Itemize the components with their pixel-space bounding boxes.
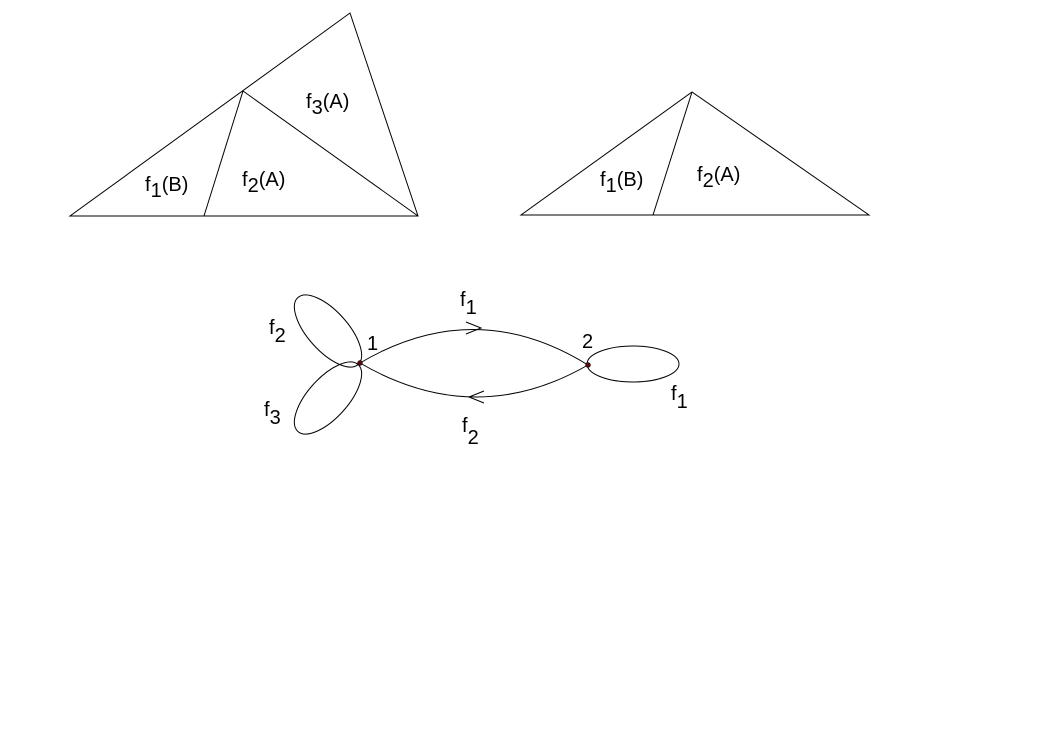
left-triangle-outline: [68, 12, 419, 217]
left-divider-2: [242, 90, 419, 217]
left-region-label-1: f1(B): [145, 174, 188, 202]
loop-label-f2: f2: [269, 317, 286, 347]
node-1-label: 1: [367, 333, 378, 355]
arrowhead-f2: [467, 390, 485, 404]
transition-graph: 1 2 f1 f2 f2 f3 f1: [264, 289, 688, 449]
left-divider-1: [203, 90, 244, 217]
left-region-label-2: f2(A): [242, 169, 285, 197]
loop-label-f3: f3: [264, 399, 281, 429]
right-triangle: f1(B) f2(A): [519, 91, 871, 216]
edge-f2-2-to-1: [359, 362, 589, 398]
loop-f1-node2: [586, 345, 680, 383]
edge-f1-1-to-2: [359, 329, 589, 366]
loop-label-f1: f1: [671, 383, 688, 413]
right-region-label-1: f1(B): [600, 169, 643, 197]
right-triangle-outline: [519, 91, 871, 216]
edge-label-f1: f1: [460, 289, 477, 319]
arrowhead-f1: [465, 321, 483, 335]
node-2: [585, 362, 591, 368]
node-1: [357, 360, 363, 366]
left-triangle: f1(B) f2(A) f3(A): [68, 12, 419, 217]
left-region-label-3: f3(A): [306, 91, 349, 119]
right-region-label-2: f2(A): [697, 164, 740, 192]
node-2-label: 2: [582, 331, 593, 353]
right-divider: [652, 91, 693, 216]
edge-label-f2: f2: [462, 415, 479, 449]
